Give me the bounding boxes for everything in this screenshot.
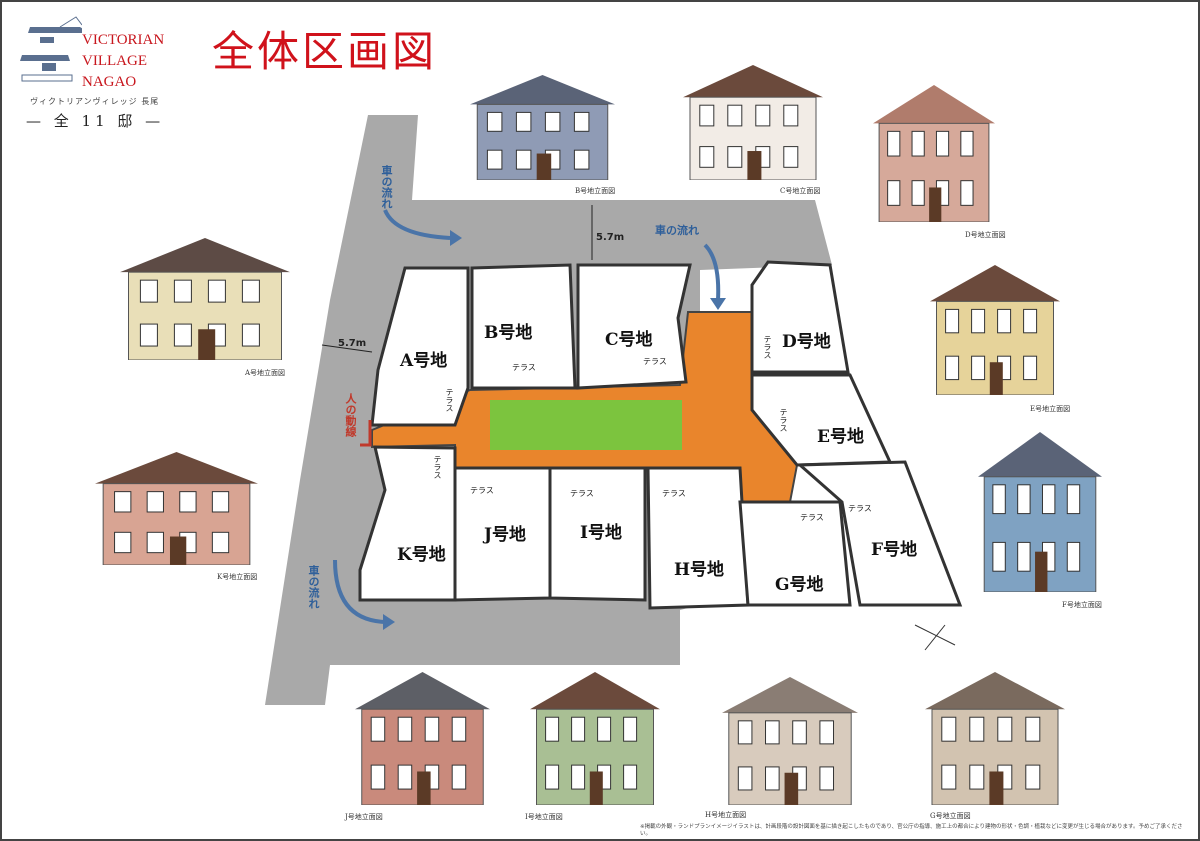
- lot-label-f: F号地: [871, 540, 918, 560]
- lot-k: [358, 445, 457, 602]
- elevation-caption-b: B号地立面図: [575, 187, 616, 195]
- logo-kana: ヴィクトリアンヴィレッジ 長尾: [30, 97, 160, 106]
- lot-label-c: C号地: [605, 330, 653, 350]
- logo-house-icon: [20, 16, 82, 82]
- terrace-label: テラス: [512, 363, 536, 372]
- disclaimer-note: ※掲載の外観・ランドプランイメージイラストは、計画段階の設計図面を基に描き起こし…: [640, 824, 1183, 837]
- road-width-label: 5.7m: [596, 232, 625, 243]
- lot-label-k: K号地: [397, 545, 446, 565]
- terrace-label: テラス: [800, 513, 824, 522]
- house-elevation-e: [930, 265, 1060, 395]
- lot-label-j: J号地: [484, 525, 527, 545]
- house-elevation-i: [530, 672, 660, 805]
- lot-label-d: D号地: [782, 332, 831, 352]
- house-elevation-d: [873, 85, 995, 222]
- logo-text: VICTORIAN VILLAGE NAGAO: [82, 30, 164, 93]
- terrace-label: テラス: [470, 486, 494, 495]
- elevation-caption-e: E号地立面図: [1030, 405, 1071, 413]
- terrace-label: テラス: [445, 388, 454, 412]
- house-elevation-a: [120, 238, 290, 360]
- house-elevation-h: [722, 677, 858, 805]
- terrace-label: テラス: [848, 504, 872, 513]
- elevation-caption-a: A号地立面図: [245, 369, 286, 377]
- terrace-label: テラス: [779, 408, 788, 432]
- lot-label-a: A号地: [400, 351, 448, 371]
- house-elevation-g: [925, 672, 1065, 805]
- lot-label-b: B号地: [484, 323, 533, 343]
- compass-icon: [914, 624, 956, 651]
- elevation-caption-d: D号地立面図: [965, 231, 1006, 239]
- road-width-label: 5.7m: [338, 338, 367, 349]
- house-elevation-b: [470, 75, 615, 180]
- terrace-label: テラス: [433, 455, 442, 479]
- lot-label-g: G号地: [775, 575, 824, 595]
- house-elevation-j: [355, 672, 490, 805]
- lot-label-h: H号地: [674, 560, 725, 580]
- page-title: 全体区画図: [212, 27, 438, 76]
- logo-line2: VILLAGE: [82, 53, 147, 69]
- elevation-caption-g: G号地立面図: [930, 812, 971, 820]
- logo-line3: NAGAO: [82, 74, 137, 90]
- car-flow-label: 車の流れ: [655, 224, 699, 237]
- lot-d: [750, 260, 850, 374]
- lot-label-i: I号地: [580, 523, 622, 543]
- lot-g: [738, 500, 852, 607]
- lot-c: [576, 263, 692, 390]
- terrace-label: テラス: [570, 489, 594, 498]
- elevation-caption-j: J号地立面図: [345, 813, 383, 821]
- house-elevation-k: [95, 452, 258, 565]
- elevation-caption-c: C号地立面図: [780, 187, 821, 195]
- lawn: [490, 400, 682, 450]
- terrace-label: テラス: [643, 357, 667, 366]
- house-elevation-f: [978, 432, 1102, 592]
- logo-line1: VICTORIAN: [82, 32, 165, 48]
- elevation-caption-i: I号地立面図: [525, 813, 563, 821]
- terrace-label: テラス: [662, 489, 686, 498]
- lot-f: [796, 460, 963, 607]
- terrace-label: テラス: [763, 335, 772, 359]
- lot-label-e: E号地: [817, 427, 864, 447]
- flow-arrows: [333, 209, 721, 624]
- elevation-caption-f: F号地立面図: [1062, 601, 1102, 609]
- car-flow-label: 車の流れ: [380, 165, 393, 209]
- lot-b: [470, 263, 577, 390]
- pedestrian-flow-label: 人の動線: [344, 393, 357, 437]
- lot-i: [548, 466, 647, 602]
- lot-a: [370, 266, 470, 427]
- elevation-caption-k: K号地立面図: [217, 573, 258, 581]
- house-elevation-c: [683, 65, 823, 180]
- logo-count: — 全 11 邸 —: [26, 112, 165, 130]
- elevation-caption-h: H号地立面図: [705, 811, 747, 819]
- car-flow-label: 車の流れ: [307, 565, 320, 609]
